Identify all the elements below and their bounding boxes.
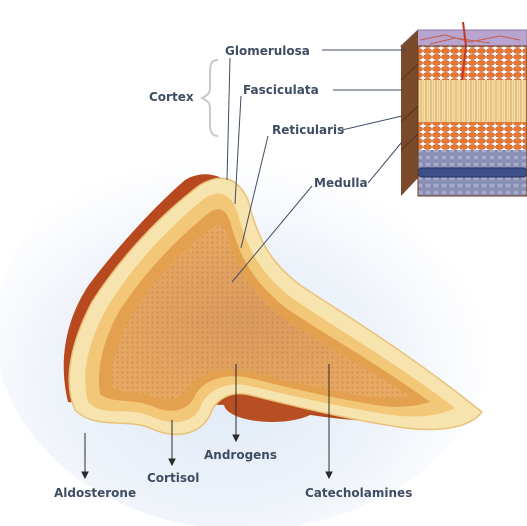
label-reticularis: Reticularis (272, 123, 344, 137)
block-fasciculata-layer (418, 80, 527, 122)
label-aldosterone: Aldosterone (54, 486, 136, 500)
block-reticularis-layer (418, 122, 527, 150)
label-cortex: Cortex (149, 90, 194, 104)
label-fasciculata: Fasciculata (243, 83, 319, 97)
cortex-brace (202, 60, 218, 136)
block-glomerulosa-layer (418, 46, 527, 80)
block-side-face (401, 30, 418, 196)
label-androgens: Androgens (204, 448, 277, 462)
label-catecholamines: Catecholamines (305, 486, 412, 500)
histology-block (401, 22, 527, 196)
label-glomerulosa: Glomerulosa (225, 44, 310, 58)
label-cortisol: Cortisol (147, 471, 199, 485)
label-medulla: Medulla (314, 176, 368, 190)
reticularis-leader-to-block (342, 116, 402, 130)
medullary-vein (418, 168, 527, 177)
